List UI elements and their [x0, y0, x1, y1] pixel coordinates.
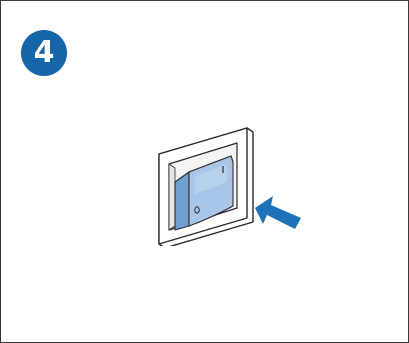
step-number: 4 — [34, 38, 55, 68]
press-arrow-icon — [255, 196, 301, 229]
rocker-side — [175, 172, 189, 230]
step-number-badge: 4 — [21, 30, 67, 76]
power-switch-illustration — [151, 126, 311, 246]
